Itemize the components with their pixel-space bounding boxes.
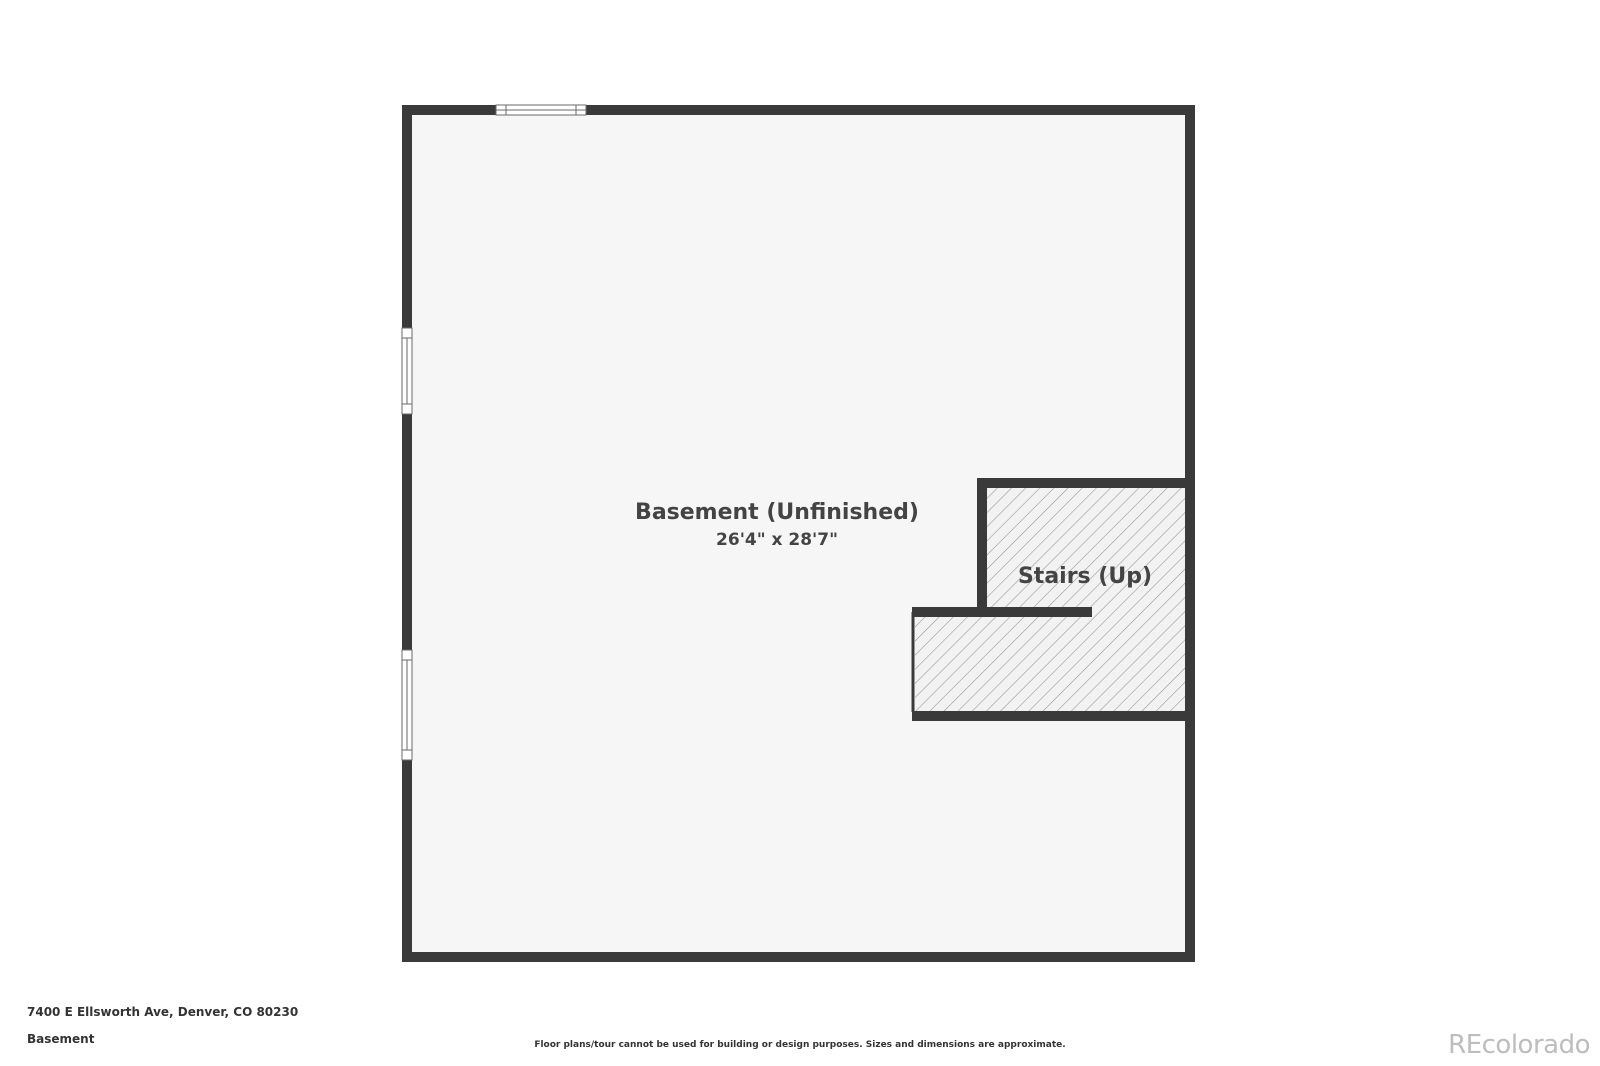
window-top bbox=[495, 104, 587, 116]
floor-label: Basement bbox=[27, 1032, 95, 1046]
property-address: 7400 E Ellsworth Ave, Denver, CO 80230 bbox=[27, 1005, 299, 1019]
disclaimer-text: Floor plans/tour cannot be used for buil… bbox=[534, 1040, 1066, 1050]
stairs-room-name: Stairs (Up) bbox=[1018, 564, 1152, 589]
window-left-lower bbox=[401, 649, 413, 761]
basement-room-dimensions: 26'4" x 28'7" bbox=[716, 530, 838, 550]
stairs-area bbox=[915, 488, 1186, 712]
basement-room-name: Basement (Unfinished) bbox=[635, 500, 919, 525]
brand-logo: REcolorado bbox=[1448, 1030, 1590, 1060]
outer-wall bbox=[402, 105, 1195, 962]
window-left-upper bbox=[401, 327, 413, 415]
stair-wall-upper bbox=[977, 478, 1190, 617]
